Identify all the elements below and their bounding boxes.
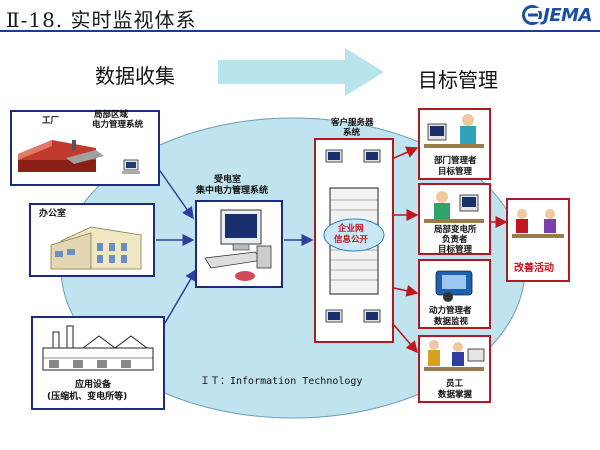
arrow-equipment-to-substation [164,268,197,324]
logo-text: JEMA [543,4,592,26]
target-4-line-1: 员工 [446,379,464,389]
factory-icon [18,140,140,174]
office-box: 办公室 [29,203,155,277]
target-4-line-2: 数据掌握 [438,390,473,400]
target-3-line-2: 数据监视 [434,317,469,327]
arrow-server-to-target-1 [393,146,419,159]
target-1-line-1: 部门管理者 [434,156,477,166]
network-label-2: 信息公开 [334,235,369,245]
target-2-line-1: 局部变电所 [434,225,477,235]
factory-sublabel-1: 局部区域 [94,110,129,120]
target-management-label: 目标管理 [418,68,498,92]
substation-lead-icon [424,191,484,223]
target-box-power-manager: 动力管理者 数据监视 [418,259,491,329]
target-1-line-2: 目标管理 [438,167,473,177]
target-3-line-1: 动力管理者 [429,306,472,316]
equipment-label-2: (压缩机、变电所等) [47,392,128,402]
office-label: 办公室 [39,209,67,219]
improvement-label: 改善活动 [514,263,554,274]
equipment-label-1: 应用设备 [75,380,112,390]
it-note: ＩＴ：Information Technology [200,376,363,387]
factory-label: 工厂 [42,116,60,126]
improvement-team-icon [512,209,564,238]
big-flow-arrow [218,48,384,96]
factory-box: 工厂 局部区域 电力管理系统 [10,110,160,186]
workstation-icon [204,209,272,281]
improvement-box: 改善活动 [506,198,570,282]
factory-sublabel-2: 电力管理系统 [92,120,144,130]
target-box-substation-lead: 局部变电所 负责者 目标管理 [418,183,491,255]
target-2-line-2: 负责者 [442,235,468,245]
server-label-2: 系统 [343,128,361,138]
substation-label-1: 受电室 [214,175,242,185]
manager-at-desk-icon [424,114,484,148]
server-rack-icon [323,149,385,323]
target-box-staff: 员工 数据掌握 [418,335,491,403]
arrow-factory-to-substation [157,167,194,220]
server-label-1: 客户服务器 [331,118,374,128]
target-2-line-3: 目标管理 [438,245,473,255]
equipment-box: 应用设备 (压缩机、变电所等) [31,316,165,410]
arrow-server-to-target-3 [393,284,419,297]
power-manager-icon [435,270,473,302]
substation-box [195,200,283,288]
server-box: 企业网 信息公开 [314,138,394,343]
data-collection-label: 数据收集 [95,64,175,88]
staff-meeting-icon [424,340,485,371]
jema-logo: JEMA [521,4,592,26]
network-label-1: 企业网 [338,224,364,234]
target-box-department-manager: 部门管理者 目标管理 [418,108,491,180]
office-building-icon [50,226,142,270]
header-divider [0,30,600,32]
equipment-plant-icon [42,325,154,371]
page-title: Ⅱ-18. 实时监视体系 [6,8,197,32]
arrow-server-to-target-4 [393,324,418,354]
logo-icon [522,5,544,25]
substation-label-2: 集中电力管理系统 [196,186,269,196]
